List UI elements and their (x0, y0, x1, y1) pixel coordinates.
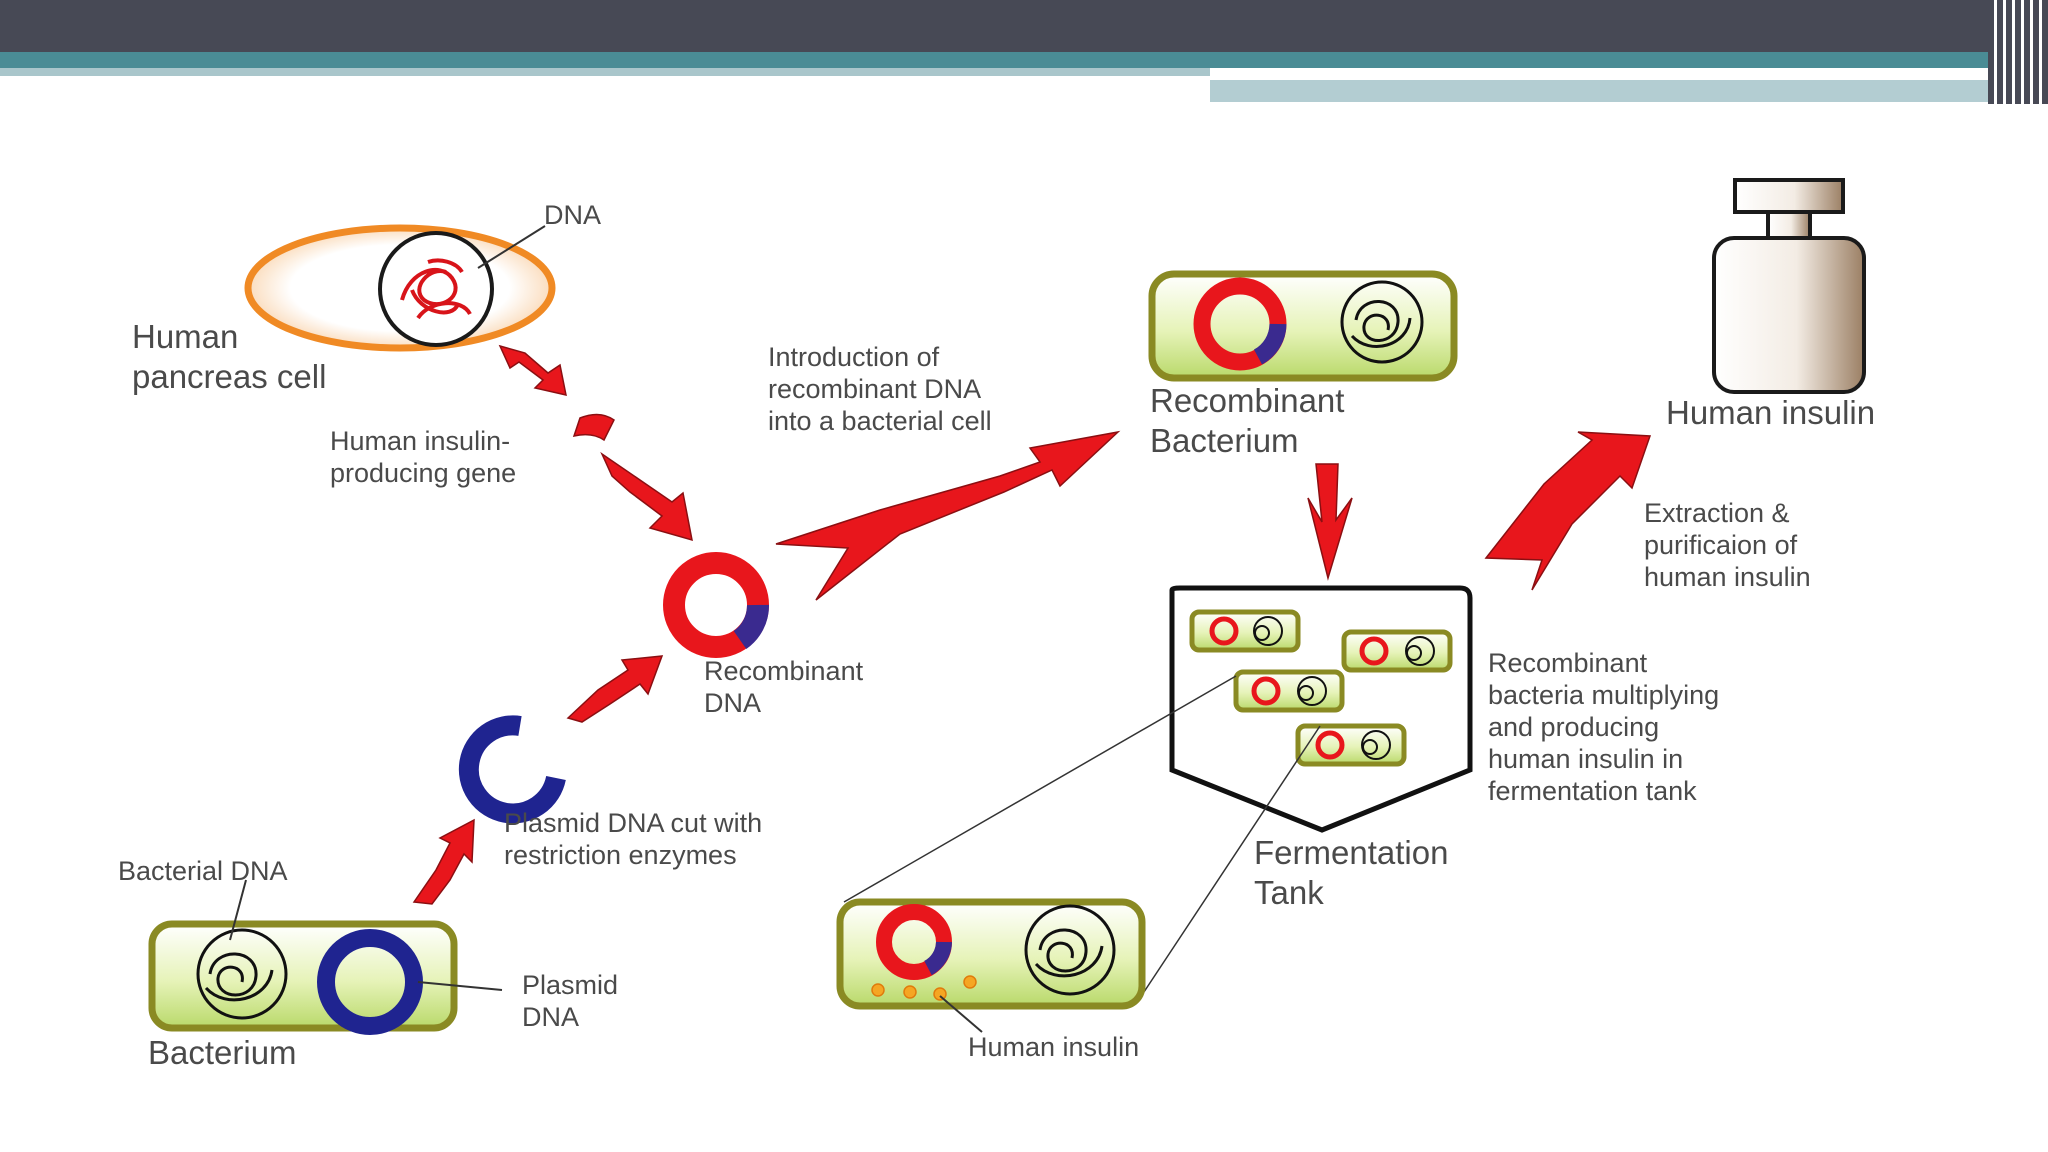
label-gene-2: producing gene (330, 458, 516, 488)
tank-bacterium-3 (1233, 669, 1345, 713)
arrow-up-to-insulin (1484, 431, 1652, 591)
dna-pointer (477, 225, 546, 269)
header-stripes (1988, 0, 2048, 104)
label-multiplying-5: fermentation tank (1488, 776, 1697, 806)
label-plasmid-cut-2: restriction enzymes (504, 840, 737, 870)
label-recombinant-bacterium-2: Bacterium (1150, 422, 1299, 459)
plasmid-ring (317, 929, 423, 1035)
label-human-insulin-top: Human insulin (1666, 394, 1875, 431)
label-pancreas-1: Human (132, 318, 238, 355)
arrow-bacterium-to-plasmid (412, 818, 475, 905)
insulin-molecules (871, 975, 977, 1001)
zoom-lines (843, 675, 1321, 1005)
label-intro-3: into a bacterial cell (768, 406, 992, 436)
label-extraction-3: human insulin (1644, 562, 1811, 592)
label-multiplying-1: Recombinant (1488, 648, 1648, 678)
cut-plasmid (458, 715, 566, 824)
label-extraction-2: purificaion of (1644, 530, 1798, 560)
label-multiplying-4: human insulin in (1488, 744, 1683, 774)
label-human-insulin-bottom: Human insulin (968, 1032, 1139, 1062)
label-dna: DNA (544, 200, 601, 230)
labels: DNA Human pancreas cell Human insulin- p… (118, 200, 1875, 1071)
header-light-bar (0, 68, 1210, 76)
pancreas-cell (244, 224, 556, 352)
chromosome-dna (400, 258, 472, 320)
tank-bacterium-2 (1341, 629, 1453, 673)
fermentation-tank (1169, 585, 1473, 833)
recombinant-bacterium (1148, 270, 1458, 382)
label-gene-1: Human insulin- (330, 426, 510, 456)
producing-bacterium (836, 898, 1146, 1033)
label-bacterium: Bacterium (148, 1034, 297, 1071)
label-plasmid-dna-1: Plasmid (522, 970, 618, 1000)
label-bacterial-dna: Bacterial DNA (118, 856, 288, 886)
tank-bacterium-4 (1295, 723, 1407, 767)
label-fermentation-2: Tank (1254, 874, 1324, 911)
arrow-gene-to-recombinant (600, 451, 693, 542)
label-plasmid-dna-2: DNA (522, 1002, 579, 1032)
bacterium (148, 879, 503, 1035)
label-recombinant-dna-2: DNA (704, 688, 761, 718)
header-accent-bar (0, 52, 2048, 68)
insulin-bottle (1712, 178, 1866, 394)
header-light-bar-right (1210, 80, 2010, 102)
label-fermentation-1: Fermentation (1254, 834, 1448, 871)
insulin-pointer (939, 995, 983, 1033)
label-recombinant-dna-1: Recombinant (704, 656, 864, 686)
nucleus (378, 231, 494, 347)
label-plasmid-cut-1: Plasmid DNA cut with (504, 808, 762, 838)
plasmid-pointer (417, 981, 503, 991)
arrow-plasmid-to-recombinant (566, 655, 664, 723)
label-pancreas-2: pancreas cell (132, 358, 326, 395)
bacterial-dna-pointer (229, 879, 247, 941)
arrow-into-bacterium (775, 430, 1121, 601)
flow-arrows (412, 344, 1652, 905)
arrow-cell-to-gene (498, 344, 567, 396)
label-recombinant-bacterium-1: Recombinant (1150, 382, 1344, 419)
recombinant-dna-plasmid (663, 552, 769, 658)
label-multiplying-3: and producing (1488, 712, 1659, 742)
header-bar (0, 0, 2048, 52)
arrow-down-to-tank (1307, 463, 1353, 581)
gene-fragment (572, 413, 615, 442)
label-intro-1: Introduction of (768, 342, 940, 372)
label-intro-2: recombinant DNA (768, 374, 981, 404)
label-multiplying-2: bacteria multiplying (1488, 680, 1719, 710)
label-extraction-1: Extraction & (1644, 498, 1790, 528)
tank-bacterium-1 (1189, 609, 1301, 653)
